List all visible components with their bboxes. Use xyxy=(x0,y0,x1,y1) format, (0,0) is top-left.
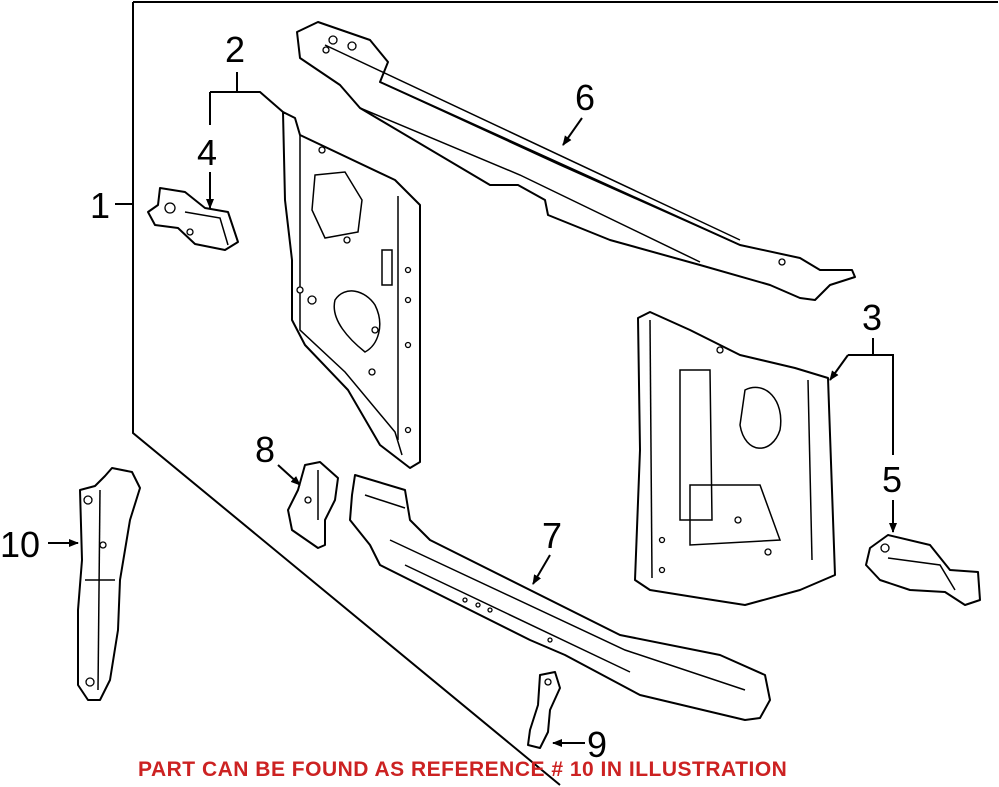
assembly-frame xyxy=(132,1,998,786)
leader-3 xyxy=(848,338,894,455)
reference-notice: PART CAN BE FOUND AS REFERENCE # 10 IN I… xyxy=(138,758,787,781)
part-5-right-bracket xyxy=(865,534,981,606)
leader-7-arrow xyxy=(532,554,551,585)
callout-10: 10 xyxy=(0,524,40,565)
callout-3: 3 xyxy=(862,297,882,338)
callout-7: 7 xyxy=(542,515,562,556)
part-8-small-bracket xyxy=(287,461,339,549)
leader-8-arrow xyxy=(277,464,301,486)
part-3-right-side-panel xyxy=(634,311,836,606)
part-9-hook-bracket xyxy=(527,671,561,749)
callout-8: 8 xyxy=(255,429,275,470)
part-4-left-bracket xyxy=(147,187,239,251)
callout-6: 6 xyxy=(575,77,595,118)
callout-5: 5 xyxy=(882,459,902,500)
part-7-lower-tie-bar xyxy=(349,474,771,721)
callout-9: 9 xyxy=(587,724,607,765)
leader-2 xyxy=(210,72,284,113)
callout-1: 1 xyxy=(90,185,110,226)
callout-4: 4 xyxy=(197,132,217,173)
part-10-vertical-support xyxy=(77,467,141,701)
leader-3-arrow xyxy=(829,354,849,381)
part-2-left-side-panel xyxy=(282,111,421,469)
part-6-upper-tie-bar xyxy=(296,21,856,301)
callout-2: 2 xyxy=(225,29,245,70)
leader-6-arrow xyxy=(562,117,583,146)
